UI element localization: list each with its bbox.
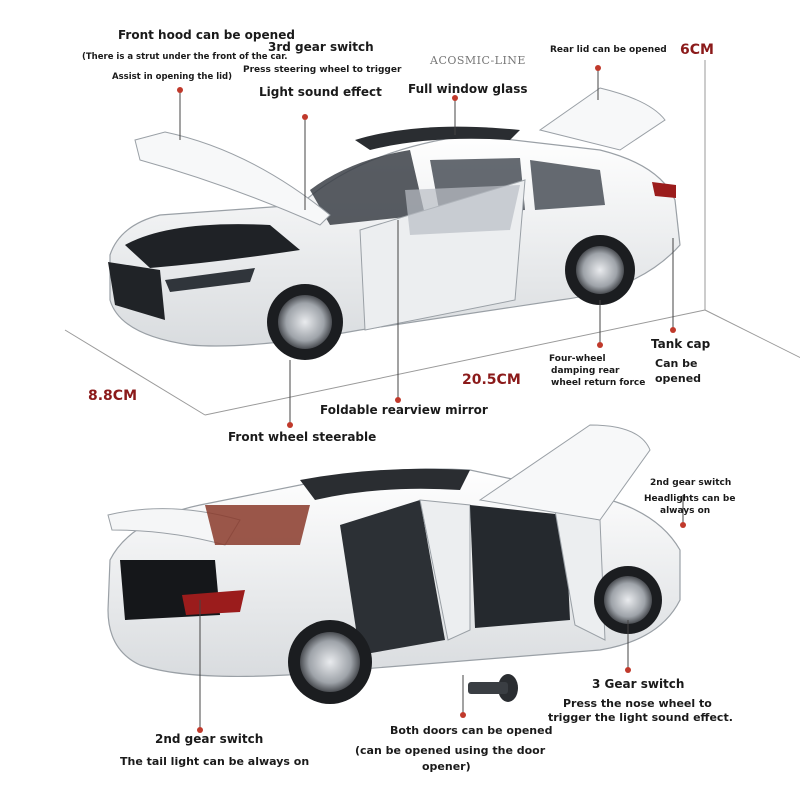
label-headlights-1: Headlights can be bbox=[644, 494, 736, 504]
leader-dots bbox=[177, 65, 686, 733]
label-full-window-glass: Full window glass bbox=[408, 82, 528, 96]
label-2nd-gear-switch-small: 2nd gear switch bbox=[650, 478, 732, 488]
label-press-steering: Press steering wheel to trigger bbox=[243, 65, 402, 75]
leader-lines bbox=[179, 70, 684, 730]
label-tail-light: The tail light can be always on bbox=[120, 755, 310, 768]
dimension-width: 8.8CM bbox=[88, 388, 138, 404]
label-2nd-gear-switch: 2nd gear switch bbox=[155, 732, 264, 746]
label-front-hood: Front hood can be opened bbox=[118, 28, 295, 42]
label-rear-lid: Rear lid can be opened bbox=[550, 45, 667, 55]
label-four-wheel-3: wheel return force bbox=[551, 378, 646, 388]
dimension-height: 6CM bbox=[680, 42, 714, 58]
label-door-opener-1: (can be opened using the door bbox=[355, 744, 546, 757]
label-front-hood-note-2: Assist in opening the lid) bbox=[112, 72, 233, 82]
label-front-hood-note-1: (There is a strut under the front of the… bbox=[82, 52, 288, 62]
label-press-nose-2: trigger the light sound effect. bbox=[548, 711, 733, 724]
bottom-car bbox=[107, 424, 681, 704]
door-opener-tool bbox=[468, 674, 518, 702]
dimension-length: 20.5CM bbox=[462, 372, 521, 388]
brand-logo: ACOSMIC-LINE bbox=[430, 54, 526, 67]
top-car bbox=[108, 87, 681, 360]
label-tank-cap: Tank cap bbox=[651, 337, 711, 351]
dimension-lines bbox=[64, 60, 800, 416]
label-press-nose-1: Press the nose wheel to bbox=[563, 697, 712, 710]
label-both-doors: Both doors can be opened bbox=[390, 724, 553, 737]
label-front-wheel: Front wheel steerable bbox=[228, 430, 377, 444]
label-light-sound: Light sound effect bbox=[259, 85, 382, 99]
label-foldable-mirror: Foldable rearview mirror bbox=[320, 403, 488, 417]
label-door-opener-2: opener) bbox=[422, 760, 471, 773]
label-3rd-gear-switch: 3rd gear switch bbox=[268, 40, 374, 54]
label-can-be: Can be bbox=[655, 357, 698, 370]
label-opened: opened bbox=[655, 372, 702, 385]
label-four-wheel-1: Four-wheel bbox=[549, 354, 606, 364]
label-four-wheel-2: damping rear bbox=[551, 366, 620, 376]
label-3-gear-switch: 3 Gear switch bbox=[592, 677, 685, 691]
label-headlights-2: always on bbox=[660, 506, 711, 516]
